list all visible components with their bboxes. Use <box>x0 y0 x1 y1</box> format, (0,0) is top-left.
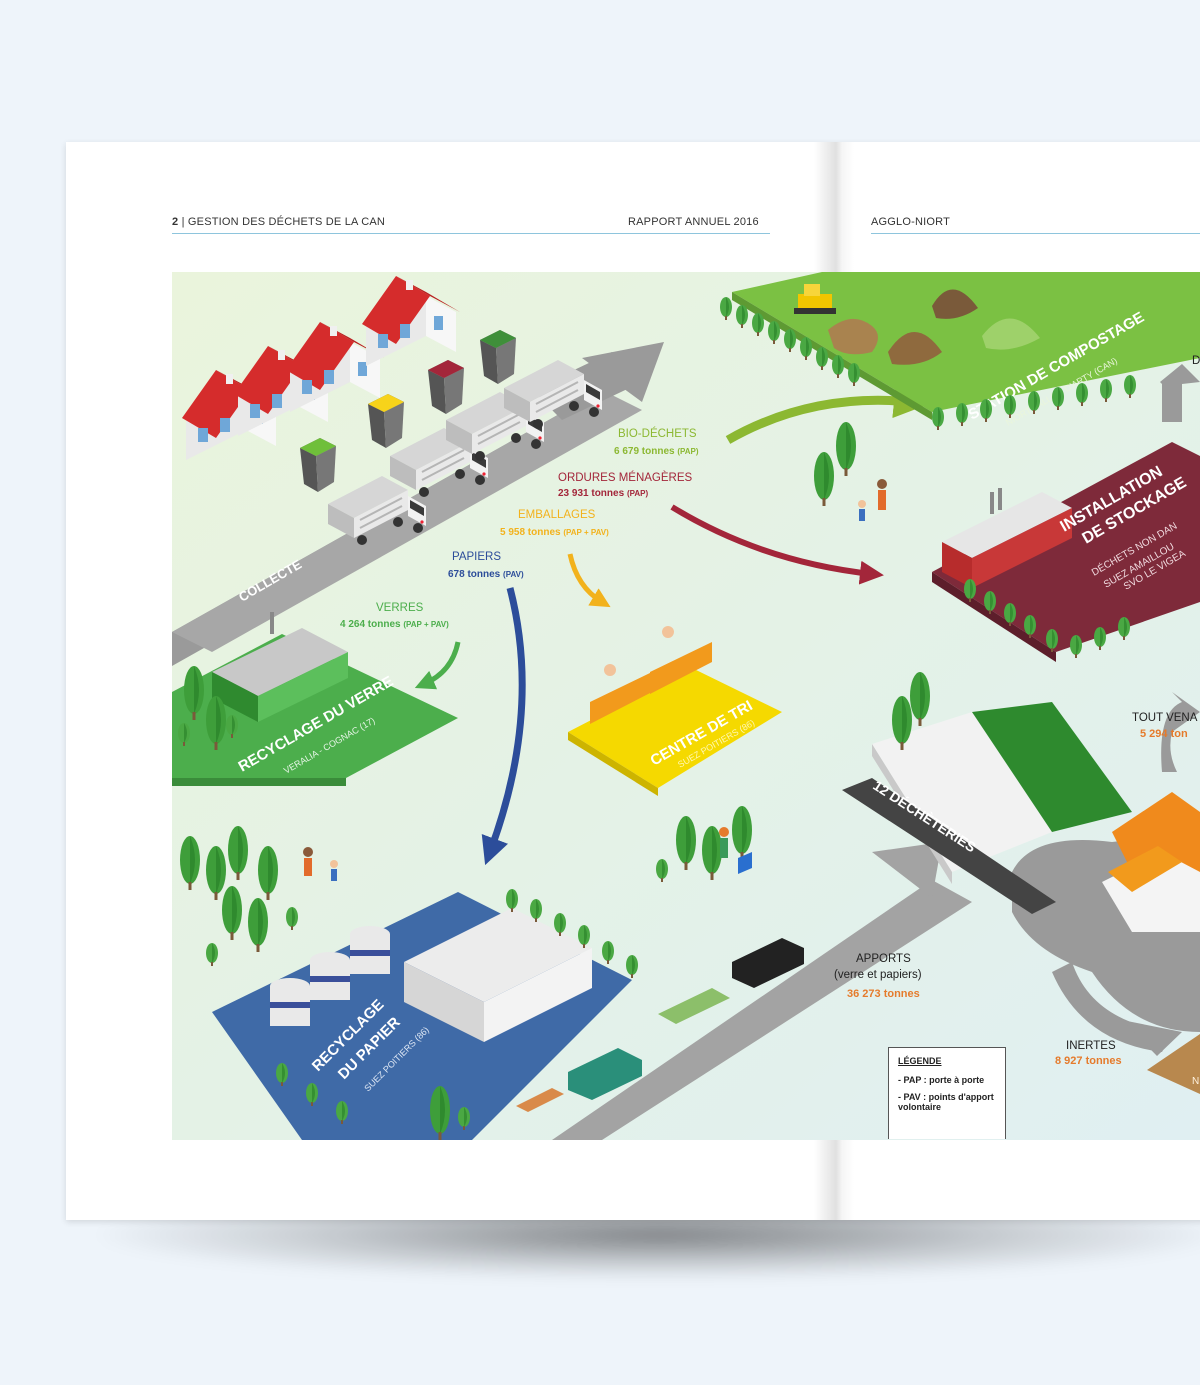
inertes-label: INERTES <box>1066 1040 1116 1052</box>
papiers-arrow <box>481 587 526 866</box>
tri-plot <box>568 626 782 796</box>
verre-label: VERRES <box>376 602 424 614</box>
legend-title: LÉGENDE <box>898 1056 942 1066</box>
emb-value-number: 5 958 tonnes <box>500 527 561 538</box>
stockage-plot <box>932 442 1200 662</box>
pap-value-number: 678 tonnes <box>448 569 501 580</box>
ordures-menageres-arrow <box>670 504 884 585</box>
bio-value-number: 6 679 tonnes <box>614 446 675 457</box>
bio-dechets-arrow <box>725 382 930 444</box>
papier-plot <box>212 892 632 1140</box>
bio-label: BIO-DÉCHETS <box>618 427 697 440</box>
tout-venant-label: TOUT VENA <box>1132 712 1198 724</box>
verre-plot <box>172 612 458 786</box>
legend-pav: - PAV : points d'apport volontaire <box>898 1091 994 1112</box>
pap-label: PAPIERS <box>452 551 501 563</box>
verre-value-number: 4 264 tonnes <box>340 619 401 630</box>
apports-value: 36 273 tonnes <box>847 988 920 1000</box>
emb-value: 5 958 tonnes (PAP + PAV) <box>500 527 609 538</box>
inertes-plot <box>1147 1034 1200 1094</box>
decheteries-banner <box>842 778 1056 914</box>
om-value-number: 23 931 tonnes <box>558 488 625 499</box>
bio-value-unit: (PAP) <box>677 447 699 456</box>
apports-road <box>552 842 972 1140</box>
d-label: D <box>1192 355 1200 367</box>
people <box>303 479 887 881</box>
legend-pap: - PAP : porte à porte <box>898 1075 985 1085</box>
om-value: 23 931 tonnes (PAP) <box>558 488 648 499</box>
emb-value-unit: (PAP + PAV) <box>563 528 609 537</box>
om-value-unit: (PAP) <box>627 489 649 498</box>
tout-venant-value: 5 294 ton <box>1140 728 1188 740</box>
section-title: | GESTION DES DÉCHETS DE LA CAN <box>181 216 386 228</box>
running-header-left: 2 | GESTION DES DÉCHETS DE LA CAN <box>172 216 385 228</box>
verre-value-unit: (PAP + PAV) <box>403 620 449 629</box>
waste-flow-infographic: COLLECTE STATION DE COMPOSTAGE NIORT VAL… <box>172 272 1200 1140</box>
header-rule-left <box>172 233 770 234</box>
verre-value: 4 264 tonnes (PAP + PAV) <box>340 619 449 630</box>
page-number: 2 <box>172 216 179 228</box>
cars <box>516 938 804 1112</box>
brand-title: AGGLO-NIORT <box>871 216 951 228</box>
apports-sub: (verre et papiers) <box>834 969 922 981</box>
compost-plot <box>732 272 1200 420</box>
waste-bins <box>300 330 516 492</box>
emballages-arrow <box>567 553 611 608</box>
inertes-plot-label: N <box>1192 1076 1199 1087</box>
om-label: ORDURES MÉNAGÈRES <box>558 471 693 484</box>
inertes-value: 8 927 tonnes <box>1055 1055 1122 1067</box>
apports-label: APPORTS <box>856 953 911 965</box>
verres-arrow <box>414 641 461 690</box>
header-rule-right <box>871 233 1200 234</box>
pap-value: 678 tonnes (PAV) <box>448 569 524 580</box>
bio-value: 6 679 tonnes (PAP) <box>614 446 699 457</box>
report-title: RAPPORT ANNUEL 2016 <box>628 216 759 228</box>
emb-label: EMBALLAGES <box>518 509 596 521</box>
legend-box: LÉGENDE - PAP : porte à porte - PAV : po… <box>888 1047 1006 1139</box>
pap-value-unit: (PAV) <box>503 570 524 579</box>
